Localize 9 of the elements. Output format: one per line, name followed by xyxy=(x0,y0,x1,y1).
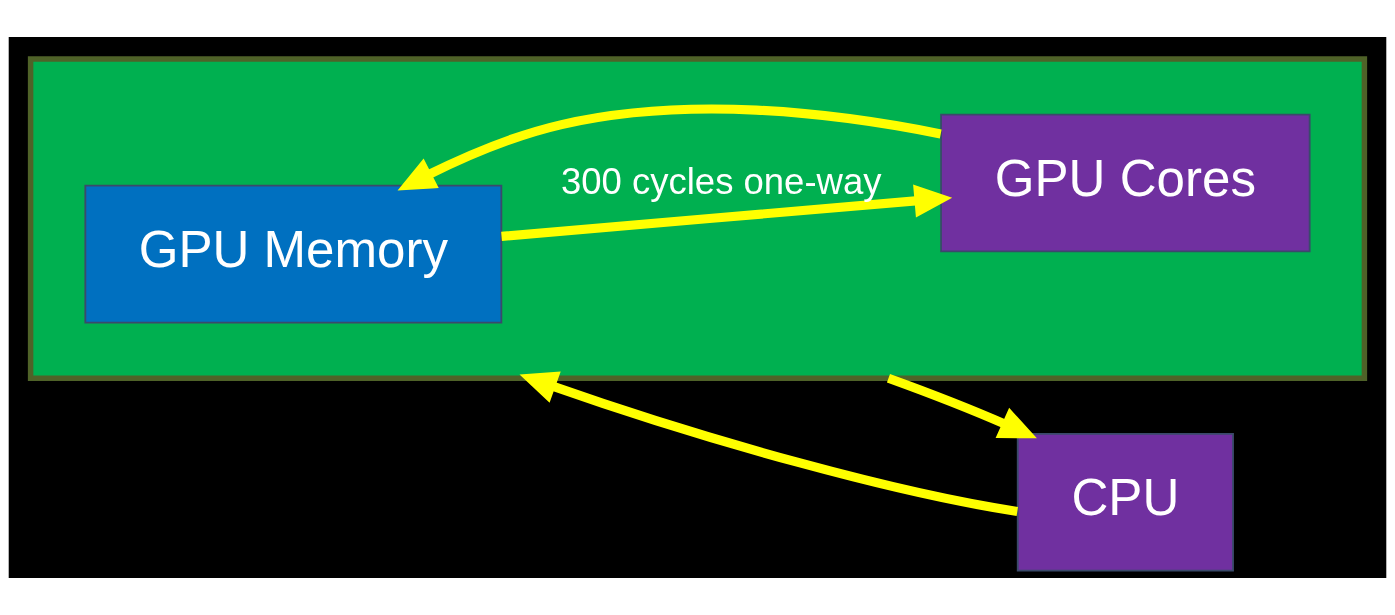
arrow xyxy=(886,373,1037,439)
edge-label: 300 cycles one-way xyxy=(561,160,882,202)
node-box: CPU xyxy=(1016,432,1234,572)
cluster xyxy=(27,56,1368,381)
node-box: GPU Memory xyxy=(84,184,503,324)
arrow xyxy=(519,371,1019,516)
arrow xyxy=(501,184,953,241)
node-box: GPU Cores xyxy=(940,113,1311,253)
arrow xyxy=(397,104,942,191)
